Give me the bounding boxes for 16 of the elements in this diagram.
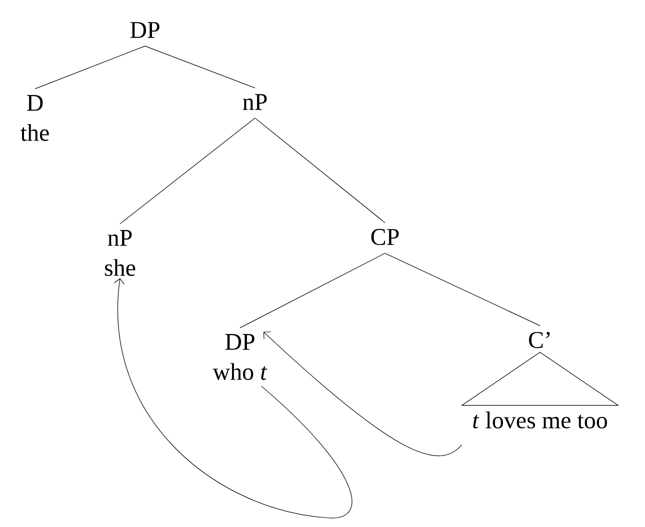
phrase-label: CP: [371, 228, 399, 246]
phrase-label: DP: [130, 22, 160, 38]
phrase-label: C’: [529, 332, 550, 348]
branch-line: [144, 46, 256, 88]
phrase-label: D the: [20, 95, 49, 141]
phrase-label: nP: [242, 94, 267, 110]
movement-arrow: [263, 332, 462, 456]
branch-line: [240, 252, 386, 328]
branch-line: [384, 252, 540, 326]
movement-arrow: [114, 278, 352, 518]
phrase-label: t loves me too: [473, 412, 607, 428]
branch-line: [120, 118, 256, 224]
phrase-label: DP who t: [212, 334, 268, 380]
phrase-label: nP she: [105, 230, 136, 276]
branch-line: [254, 118, 386, 224]
branch-line: [34, 46, 146, 90]
